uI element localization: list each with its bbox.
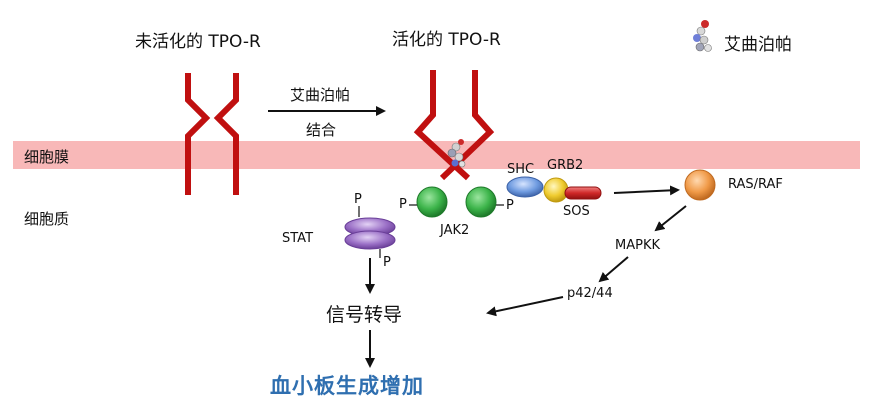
active-receptor <box>413 70 495 181</box>
grb2-label: GRB2 <box>547 158 584 173</box>
jak2-left-node <box>416 186 448 218</box>
shc-node <box>506 176 544 198</box>
ras-raf-node <box>684 169 716 201</box>
inactive-receptor-label: 未活化的 TPO-R <box>135 32 261 52</box>
arrow-mapkk-to-p42 <box>598 256 629 283</box>
stat-bottom-node <box>344 230 396 250</box>
inactive-receptor <box>185 73 239 195</box>
sos-node <box>564 186 602 200</box>
p42-44-label: p42/44 <box>567 286 613 301</box>
membrane-label: 细胞膜 <box>24 148 70 166</box>
stat-label: STAT <box>282 231 314 246</box>
active-receptor-label: 活化的 TPO-R <box>392 30 501 50</box>
signal-transduction-label: 信号转导 <box>326 304 403 326</box>
stat-phospho-top-label: P <box>354 192 362 207</box>
jak2-label: JAK2 <box>440 223 470 238</box>
eltrombopag-molecule-icon <box>447 139 466 168</box>
shc-label: SHC <box>507 162 535 177</box>
grb2-node <box>543 177 569 203</box>
stat-phospho-bottom-label: P <box>383 255 391 270</box>
result-label: 血小板生成增加 <box>270 374 424 398</box>
mapkk-label: MAPKK <box>615 238 660 253</box>
sos-label: SOS <box>563 204 590 219</box>
eltrombopag-molecule-icon <box>693 20 712 52</box>
jak2-phospho-left-label: P <box>399 197 407 212</box>
arrow-sos-to-rasraf <box>613 185 680 196</box>
arrow-bind-label: 结合 <box>306 121 337 139</box>
jak2-right-node <box>465 186 497 218</box>
arrow-p42-to-signal <box>486 296 564 317</box>
arrow-drug-label: 艾曲泊帕 <box>290 86 351 104</box>
drug-legend-label: 艾曲泊帕 <box>724 35 792 55</box>
ras-raf-label: RAS/RAF <box>728 177 783 192</box>
arrow-rasraf-to-mapkk <box>654 205 687 232</box>
cytoplasm-label: 细胞质 <box>24 210 70 228</box>
jak2-phospho-right-label: P <box>506 198 514 213</box>
